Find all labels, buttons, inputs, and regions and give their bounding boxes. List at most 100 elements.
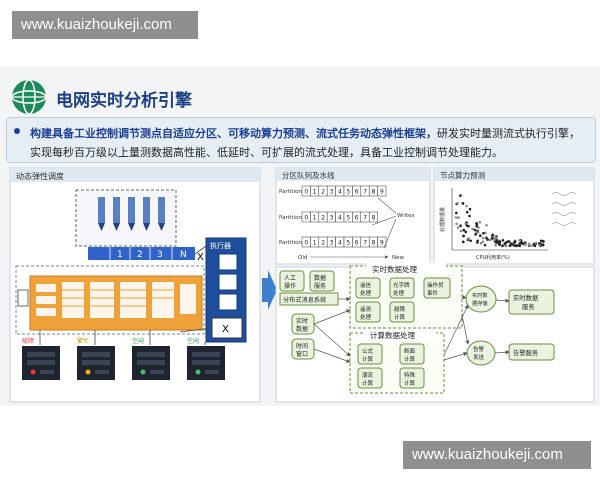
partition-row-label-2: Partition 2 xyxy=(279,240,307,246)
cache-node xyxy=(465,285,497,313)
scatter-point xyxy=(501,239,505,242)
scatter-point xyxy=(481,236,485,240)
scatter-point xyxy=(482,232,485,235)
svg-text:时间: 时间 xyxy=(296,342,308,350)
scatter-point xyxy=(516,244,519,247)
data-bars xyxy=(98,197,165,223)
queue-cell-label: 7 xyxy=(363,215,367,222)
partition-3: 3 xyxy=(157,250,163,260)
new-label: New xyxy=(392,255,404,261)
scatter-point xyxy=(518,238,521,242)
queue-cell-label: 4 xyxy=(338,215,342,222)
scatter-point xyxy=(465,210,469,214)
scatter-point xyxy=(469,239,473,243)
svg-text:计算: 计算 xyxy=(362,355,374,363)
left-panel: 动态弹性调度 1 2 3 N xyxy=(9,167,261,403)
scatter-point xyxy=(455,211,458,215)
partition-row-label-0: Partition 0 xyxy=(279,189,308,195)
scatter-point xyxy=(465,204,468,208)
output-alarm-label: 告警服务 xyxy=(513,348,539,357)
server-label-4: 空闲 xyxy=(187,337,199,345)
scatter-point xyxy=(478,221,482,224)
scatter-point xyxy=(542,240,545,243)
svg-text:发送: 发送 xyxy=(473,353,485,361)
partition-strip xyxy=(88,247,195,260)
queue-cell-label: 5 xyxy=(346,240,350,247)
scatter-point xyxy=(488,238,492,242)
queue-cell-label: 9 xyxy=(380,189,384,196)
svg-text:实时数据: 实时数据 xyxy=(513,293,539,302)
scatter-point xyxy=(462,234,465,238)
queue-cell-label: 3 xyxy=(330,215,334,222)
input-data-2: 服务 xyxy=(314,282,326,290)
partition-n: N xyxy=(180,250,187,260)
svg-text:告警: 告警 xyxy=(473,345,485,353)
alarm-node xyxy=(466,340,496,366)
queue-cell xyxy=(377,236,387,248)
summary-highlight: 构建具备工业控制调节测点自适应分区、可移动算力预测、流式任务动态弹性框架， xyxy=(30,127,437,140)
x-mark-2: X xyxy=(222,324,229,335)
x-mark-1: X xyxy=(197,252,204,263)
scatter-point xyxy=(485,236,488,240)
scatter-panel-title: 节点算力预测 xyxy=(440,170,485,180)
partition-row-label-1: Partition 1 xyxy=(279,215,307,221)
summary-banner xyxy=(6,117,596,163)
svg-text:实时: 实时 xyxy=(296,317,308,325)
svg-text:事件: 事件 xyxy=(427,289,439,297)
scatter-point xyxy=(484,231,487,235)
queue-cell-label: 1 xyxy=(313,240,317,247)
scatter-point xyxy=(456,202,459,205)
svg-text:处理: 处理 xyxy=(360,313,372,321)
queue-cell-label: 2 xyxy=(321,215,325,222)
svg-text:处理: 处理 xyxy=(393,289,405,297)
state-grid-logo xyxy=(11,79,47,115)
input-data-1: 数据 xyxy=(314,274,326,282)
flow-panel: 人工 操作 数据 服务 分布式消息系统 实时 数据 时间 窗口 实时数据处理 遥… xyxy=(275,263,595,403)
queue-cell-label: 8 xyxy=(372,189,376,196)
partition-1: 1 xyxy=(117,250,123,260)
bus-label: 分布式消息系统 xyxy=(283,296,326,304)
page-title: 电网实时分析引擎 xyxy=(56,91,192,111)
scatter-point xyxy=(539,239,543,243)
svg-text:光字牌: 光字牌 xyxy=(393,281,410,289)
queue-cell-label: 6 xyxy=(355,189,359,196)
scatter-point xyxy=(501,244,504,248)
svg-text:数据: 数据 xyxy=(296,325,308,333)
queue-cell-label: 1 xyxy=(313,215,317,222)
svg-text:操作员: 操作员 xyxy=(427,281,444,289)
scatter-point xyxy=(477,226,480,229)
partition-panel: 分区队列及水线 Partition 0 Partition 1 Partitio… xyxy=(275,167,431,265)
queue-cell-label: 6 xyxy=(355,215,359,222)
scatter-point xyxy=(479,234,482,237)
scatter-point xyxy=(461,202,465,205)
svg-text:断面: 断面 xyxy=(404,347,416,355)
queue-cell-label: 8 xyxy=(372,215,376,222)
scatter-point xyxy=(479,242,483,245)
scatter-point xyxy=(455,222,458,226)
scatter-point xyxy=(495,240,498,243)
scatter-point xyxy=(468,214,471,218)
server-icons xyxy=(22,346,225,380)
scatter-ylabel: 处理数据量 xyxy=(439,207,446,232)
queue-cell-label: 0 xyxy=(304,240,308,247)
server-icon xyxy=(187,346,225,380)
scatter-point xyxy=(527,242,531,246)
scatter-point xyxy=(491,233,495,237)
scatter-point xyxy=(473,228,477,232)
legend-squiggles xyxy=(551,192,577,226)
scatter-point xyxy=(462,240,465,244)
scatter-point xyxy=(481,240,485,244)
svg-text:遥信: 遥信 xyxy=(360,281,372,289)
queue-cell-label: 7 xyxy=(363,189,367,196)
svg-text:服务: 服务 xyxy=(522,302,535,311)
scatter-point xyxy=(513,240,517,243)
svg-text:越限: 越限 xyxy=(394,305,406,313)
scatter-point xyxy=(498,243,502,246)
svg-text:计算: 计算 xyxy=(404,379,416,387)
scatter-point xyxy=(454,216,458,219)
scatter-point xyxy=(523,243,526,247)
input-manual-1: 人工 xyxy=(284,275,296,282)
queue-cell-label: 7 xyxy=(363,240,367,247)
queue-cell-label: 5 xyxy=(346,215,350,222)
queue-cell xyxy=(368,211,378,223)
